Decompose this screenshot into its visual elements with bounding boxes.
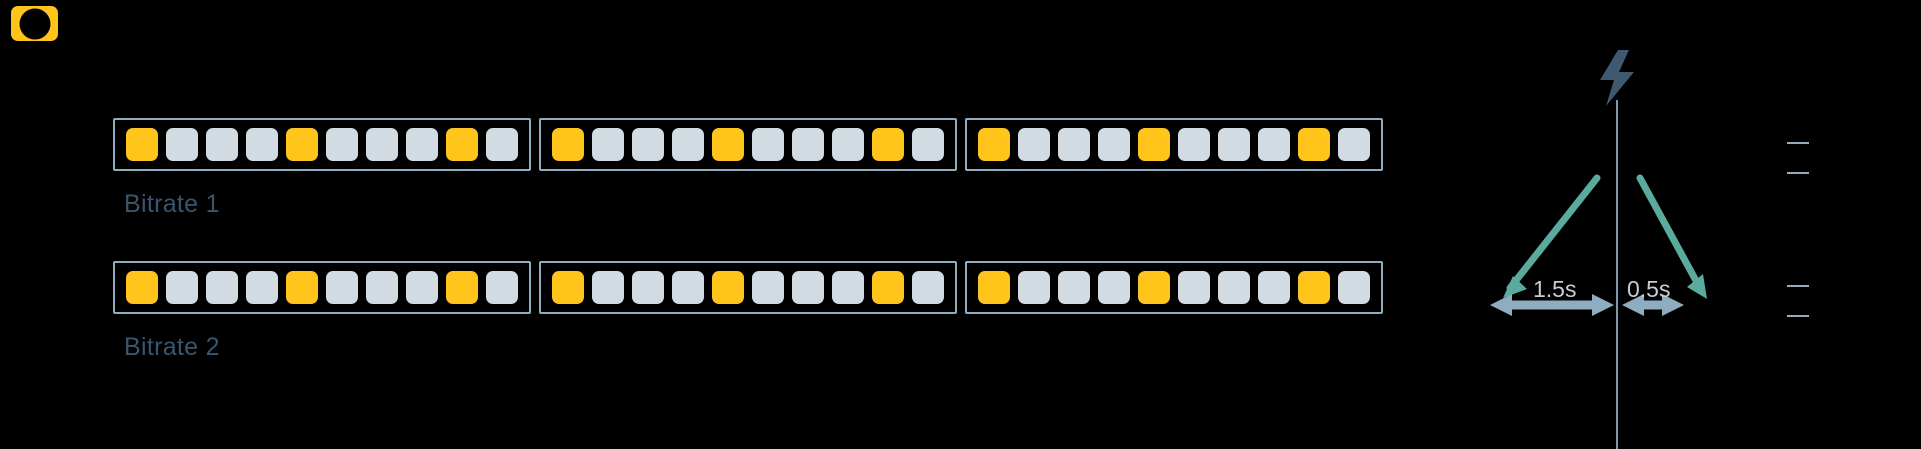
- frame-cell[interactable]: [1098, 128, 1130, 161]
- frame-cell[interactable]: [1018, 128, 1050, 161]
- track-continuation-dash: [1787, 142, 1809, 144]
- segment-2[interactable]: [539, 118, 957, 171]
- keyframe-cell[interactable]: [286, 128, 318, 161]
- frame-cell[interactable]: [672, 128, 704, 161]
- segment-2[interactable]: [539, 261, 957, 314]
- lightning-bolt-icon: [1600, 50, 1634, 106]
- keyframe-cell[interactable]: [1298, 128, 1330, 161]
- frame-cell[interactable]: [1058, 128, 1090, 161]
- frame-cell[interactable]: [166, 271, 198, 304]
- frame-cell[interactable]: [206, 128, 238, 161]
- frame-cell[interactable]: [1258, 128, 1290, 161]
- gap-measure-right-label: 0.5s: [1627, 276, 1671, 302]
- frame-cell[interactable]: [752, 128, 784, 161]
- frame-cell[interactable]: [486, 271, 518, 304]
- frame-cell[interactable]: [792, 128, 824, 161]
- keyframe-cell[interactable]: [978, 271, 1010, 304]
- frame-cell[interactable]: [366, 128, 398, 161]
- frame-cell[interactable]: [1018, 271, 1050, 304]
- frame-cell[interactable]: [912, 271, 944, 304]
- keyframe-cell[interactable]: [978, 128, 1010, 161]
- frame-cell[interactable]: [1178, 128, 1210, 161]
- frame-cell[interactable]: [632, 271, 664, 304]
- frame-cell[interactable]: [246, 128, 278, 161]
- frame-cell[interactable]: [1258, 271, 1290, 304]
- keyframe-cell[interactable]: [552, 128, 584, 161]
- track-bitrate-2: [113, 261, 1391, 318]
- track-continuation-dash: [1787, 172, 1809, 174]
- playhead-line[interactable]: [1616, 100, 1618, 449]
- aperture-logo-icon: [11, 6, 58, 41]
- frame-cell[interactable]: [166, 128, 198, 161]
- frame-cell[interactable]: [592, 271, 624, 304]
- keyframe-cell[interactable]: [872, 128, 904, 161]
- frame-cell[interactable]: [1058, 271, 1090, 304]
- keyframe-cell[interactable]: [286, 271, 318, 304]
- frame-cell[interactable]: [832, 128, 864, 161]
- frame-cell[interactable]: [672, 271, 704, 304]
- keyframe-cell[interactable]: [552, 271, 584, 304]
- frame-cell[interactable]: [1218, 128, 1250, 161]
- frame-cell[interactable]: [1338, 271, 1370, 304]
- frame-cell[interactable]: [1218, 271, 1250, 304]
- segment-3[interactable]: [965, 118, 1383, 171]
- keyframe-cell[interactable]: [446, 128, 478, 161]
- frame-cell[interactable]: [832, 271, 864, 304]
- frame-cell[interactable]: [632, 128, 664, 161]
- keyframe-cell[interactable]: [126, 128, 158, 161]
- track-continuation-dash: [1787, 285, 1809, 287]
- keyframe-cell[interactable]: [446, 271, 478, 304]
- segment-3[interactable]: [965, 261, 1383, 314]
- frame-cell[interactable]: [406, 128, 438, 161]
- track-bitrate-1: [113, 118, 1391, 175]
- frame-cell[interactable]: [326, 271, 358, 304]
- bitrate-2-label: Bitrate 2: [124, 333, 220, 361]
- frame-cell[interactable]: [366, 271, 398, 304]
- track-continuation-dash: [1787, 315, 1809, 317]
- gap-measure-left-label: 1.5s: [1533, 276, 1577, 302]
- logo-hole: [19, 8, 50, 39]
- keyframe-cell[interactable]: [1298, 271, 1330, 304]
- frame-cell[interactable]: [206, 271, 238, 304]
- frame-cell[interactable]: [486, 128, 518, 161]
- frame-cell[interactable]: [752, 271, 784, 304]
- segment-1[interactable]: [113, 261, 531, 314]
- frame-cell[interactable]: [1178, 271, 1210, 304]
- keyframe-cell[interactable]: [1138, 128, 1170, 161]
- frame-cell[interactable]: [912, 128, 944, 161]
- keyframe-cell[interactable]: [1138, 271, 1170, 304]
- keyframe-cell[interactable]: [712, 271, 744, 304]
- keyframe-cell[interactable]: [712, 128, 744, 161]
- keyframe-cell[interactable]: [872, 271, 904, 304]
- frame-cell[interactable]: [792, 271, 824, 304]
- bitrate-1-label: Bitrate 1: [124, 190, 220, 218]
- keyframe-cell[interactable]: [126, 271, 158, 304]
- frame-cell[interactable]: [1098, 271, 1130, 304]
- frame-cell[interactable]: [326, 128, 358, 161]
- frame-cell[interactable]: [1338, 128, 1370, 161]
- frame-cell[interactable]: [592, 128, 624, 161]
- frame-cell[interactable]: [406, 271, 438, 304]
- segment-1[interactable]: [113, 118, 531, 171]
- frame-cell[interactable]: [246, 271, 278, 304]
